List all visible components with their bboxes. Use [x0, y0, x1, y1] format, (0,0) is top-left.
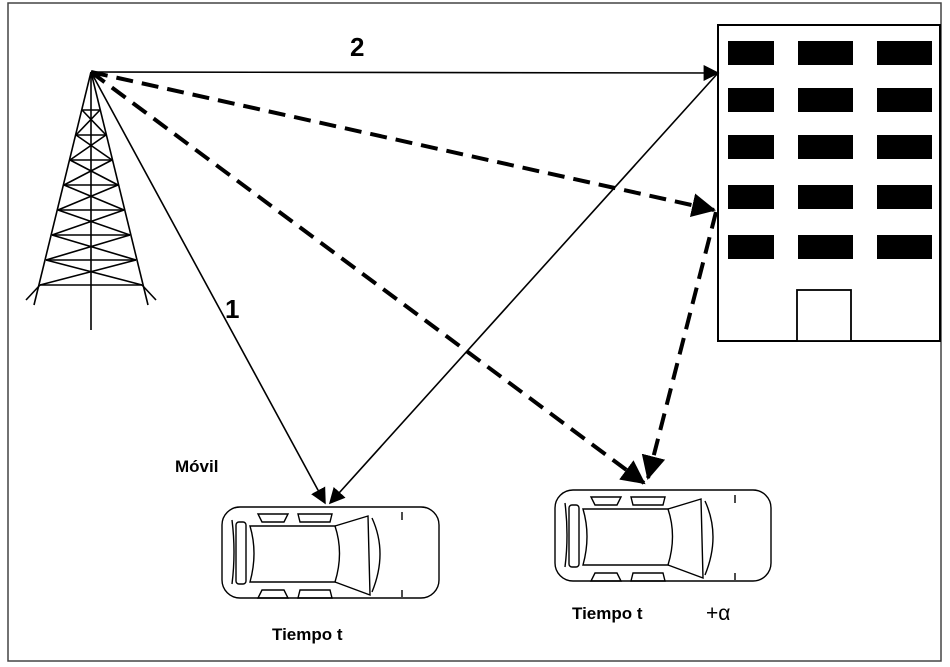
tower-icon	[25, 71, 157, 330]
mobile-label: Móvil	[175, 457, 218, 476]
path-tower-to-building	[90, 64, 720, 81]
car-icon	[221, 506, 440, 599]
paths-time-t	[90, 64, 720, 505]
building-icon	[717, 24, 941, 342]
path-building-to-car-dashed	[641, 211, 718, 480]
time-offset-label: +α	[706, 602, 730, 625]
car-icon	[554, 489, 772, 582]
building-door	[796, 289, 852, 342]
path-tower-to-building-dashed	[90, 70, 716, 217]
path-label-direct: 1	[225, 294, 239, 324]
path-direct-dashed	[89, 70, 646, 485]
path-building-to-car	[328, 72, 719, 505]
path-direct	[90, 71, 326, 505]
paths-time-t-alpha	[89, 70, 718, 485]
car-caption: Tiempo t	[572, 604, 643, 623]
path-label-reflected: 2	[350, 32, 364, 62]
car-caption: Tiempo t	[272, 625, 343, 644]
